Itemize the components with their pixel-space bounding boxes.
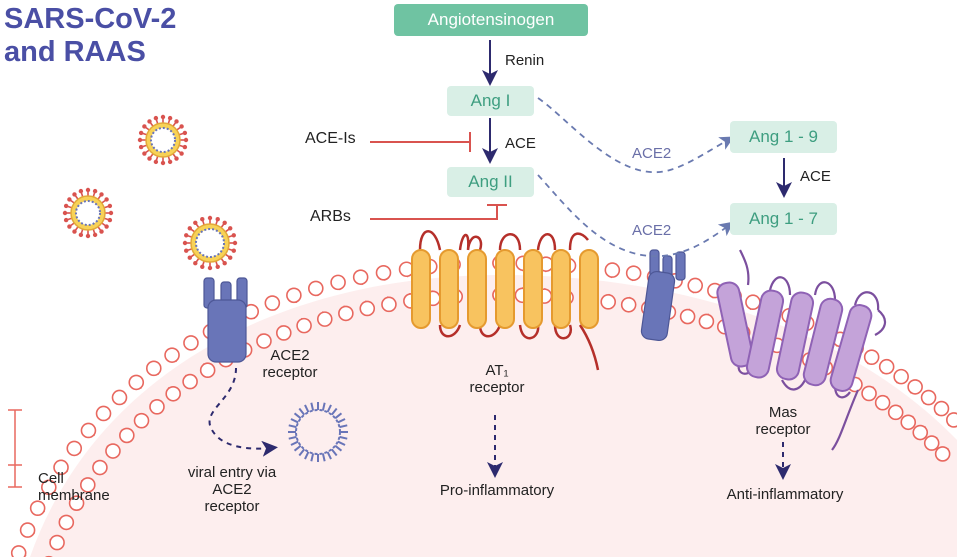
arbs-label: ARBs	[310, 208, 351, 225]
at1-receptor	[411, 230, 600, 371]
ang1-9-box: Ang 1 - 9	[730, 121, 837, 153]
figure-title: SARS-CoV-2 and RAAS	[4, 3, 176, 69]
membrane-bracket	[8, 409, 22, 488]
at1-label-2: receptor	[469, 379, 525, 396]
virus-1	[137, 114, 189, 166]
viral-entry-label-1: viral entry via	[187, 464, 277, 481]
ace2-receptor-label-1: ACE2	[270, 347, 310, 364]
cell-membrane-label-2: membrane	[38, 487, 110, 504]
ace2-receptor-label-2: receptor	[262, 364, 318, 381]
mas-label-2: receptor	[755, 421, 811, 438]
mas-label-1: Mas	[768, 404, 798, 421]
title-line-2: and RAAS	[4, 36, 146, 68]
ace-label-1: ACE	[505, 135, 536, 152]
renin-label: Renin	[505, 52, 545, 69]
ace-label-2: ACE	[800, 168, 831, 185]
ace2-curve-2	[537, 174, 734, 258]
ang1-box: Ang I	[447, 86, 534, 116]
ang1-7-box: Ang 1 - 7	[730, 203, 837, 235]
ace2-receptor-left	[203, 277, 248, 363]
title-line-1: SARS-CoV-2	[4, 3, 177, 35]
ace2-curve-1	[537, 97, 735, 173]
viral-entry-arrow	[208, 367, 278, 457]
pro-inflammatory-label: Pro-inflammatory	[439, 482, 555, 499]
cell-membrane-label-1: Cell	[38, 470, 64, 487]
viral-entry-label-3: receptor	[204, 498, 260, 515]
ang2-box: Ang II	[447, 167, 534, 197]
ace2-receptor-right	[640, 249, 686, 342]
angiotensinogen-box: Angiotensinogen	[394, 4, 588, 36]
arb-inhibitor-line	[370, 204, 507, 220]
ace2-label-2: ACE2	[632, 222, 672, 239]
at1-label-1: AT₁	[485, 362, 509, 379]
ace-is-label: ACE-Is	[305, 130, 356, 147]
virus-3	[182, 215, 238, 271]
mas-receptor	[716, 249, 887, 451]
viral-entry-label-2: ACE2	[212, 481, 252, 498]
internalized-virus	[288, 402, 348, 462]
ace2-label-1: ACE2	[632, 145, 672, 162]
anti-inflammatory-label: Anti-inflammatory	[726, 486, 844, 503]
ace-inhibitor-line	[370, 132, 471, 152]
virus-2	[62, 187, 114, 239]
